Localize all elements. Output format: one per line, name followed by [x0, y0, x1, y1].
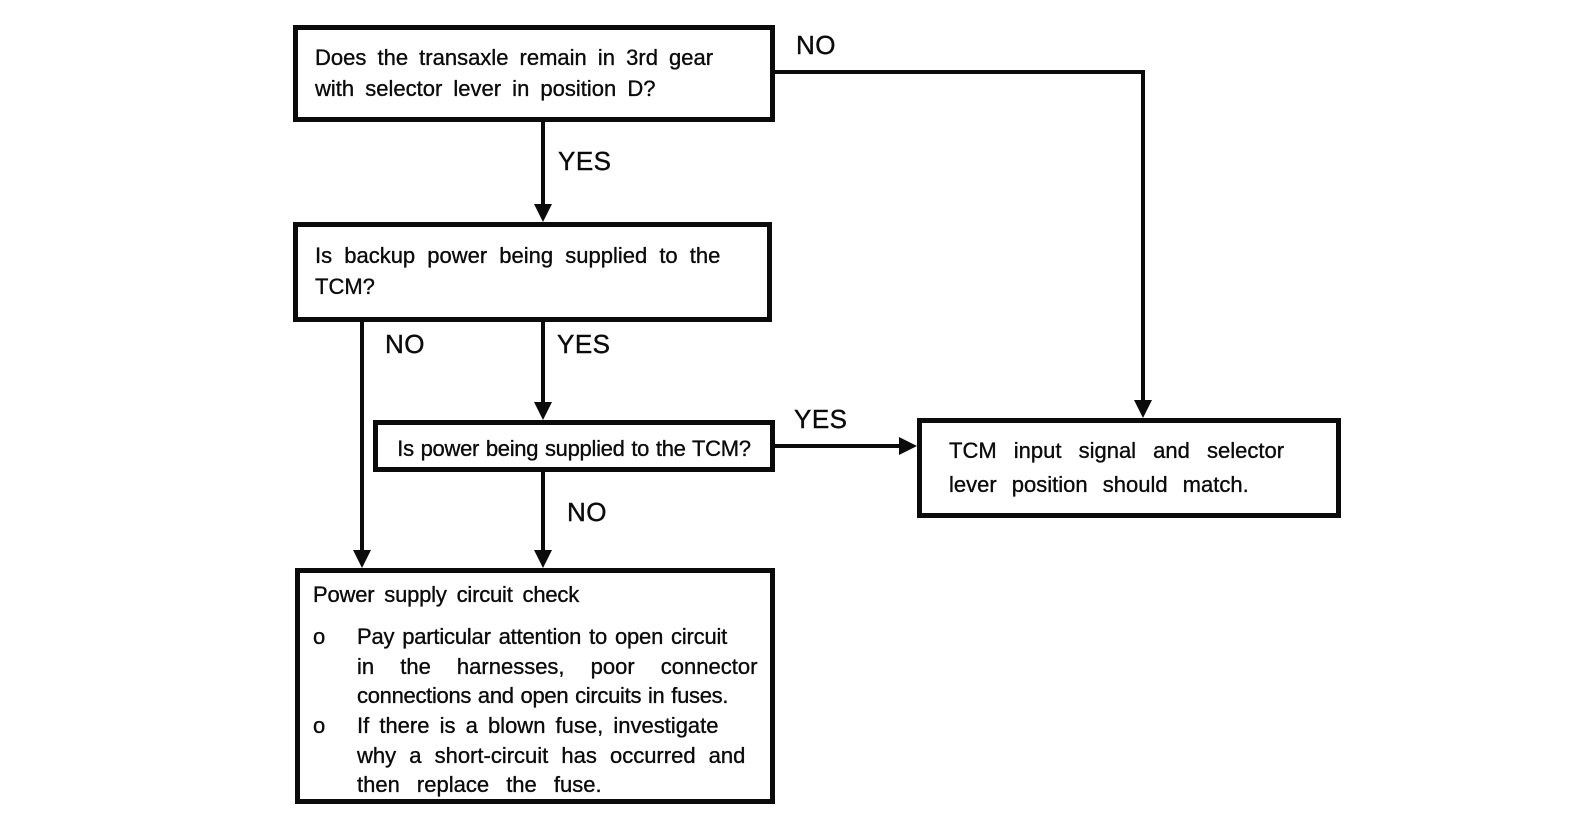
connector-q1-no-hline [773, 70, 1145, 74]
bullet-text-line: in the harnesses, poor connector [357, 653, 758, 679]
action-text-line: TCM input signal and selector [949, 438, 1285, 463]
connector-q2-no-line [360, 322, 364, 551]
action-box-power-supply-check: Power supply circuit check o Pay particu… [295, 568, 775, 804]
decision-text-line: with selector lever in position D? [315, 76, 656, 101]
bullet-text-line: then replace the fuse. [357, 772, 602, 797]
bullet-text-line: Pay particular attention to open circuit [357, 624, 728, 649]
arrowhead-q1-yes [534, 204, 552, 222]
bullet-text-line: If there is a blown fuse, investigate [357, 713, 719, 738]
arrowhead-q3-no [534, 550, 552, 568]
decision-text-line: Is power being supplied to the TCM? [397, 436, 751, 461]
bullet-text-line: connections and open circuits in fuses. [357, 683, 729, 708]
decision-box-backup-power: Is backup power being supplied to the TC… [293, 222, 772, 322]
label-yes-q1: YES [558, 146, 612, 176]
bullet-text: If there is a blown fuse, investigate wh… [357, 711, 746, 800]
decision-box-tcm-power: Is power being supplied to the TCM? [373, 420, 775, 472]
label-yes-q3: YES [794, 404, 848, 434]
arrowhead-q2-no [353, 550, 371, 568]
connector-q1-yes-line [541, 122, 545, 206]
connector-q3-yes-line [773, 444, 901, 448]
decision-text-line: TCM? [315, 274, 375, 299]
arrowhead-q3-yes [899, 437, 917, 455]
connector-q3-no-line [541, 472, 545, 551]
label-no-q2: NO [385, 329, 425, 359]
bullet-marker: o [313, 624, 326, 649]
decision-text-line: Does the transaxle remain in 3rd gear [315, 45, 714, 70]
check-box-title: Power supply circuit check [313, 582, 580, 607]
arrowhead-q2-yes [534, 402, 552, 420]
label-yes-q2: YES [557, 329, 611, 359]
label-no-q1: NO [796, 30, 836, 60]
bullet-text: Pay particular attention to open circuit… [357, 622, 758, 711]
arrowhead-q1-no [1134, 400, 1152, 418]
bullet-text-line: why a short-circuit has occurred and [357, 742, 746, 768]
bullet-marker: o [313, 713, 326, 738]
connector-q2-yes-line [541, 322, 545, 403]
decision-box-transaxle-3rd-gear: Does the transaxle remain in 3rd gear wi… [293, 25, 775, 122]
action-box-signal-match: TCM input signal and selector lever posi… [917, 418, 1341, 518]
label-no-q3: NO [567, 497, 607, 527]
connector-q1-no-vline [1141, 70, 1145, 402]
action-text-line: lever position should match. [949, 472, 1249, 497]
decision-text-line: Is backup power being supplied to the [315, 243, 721, 268]
